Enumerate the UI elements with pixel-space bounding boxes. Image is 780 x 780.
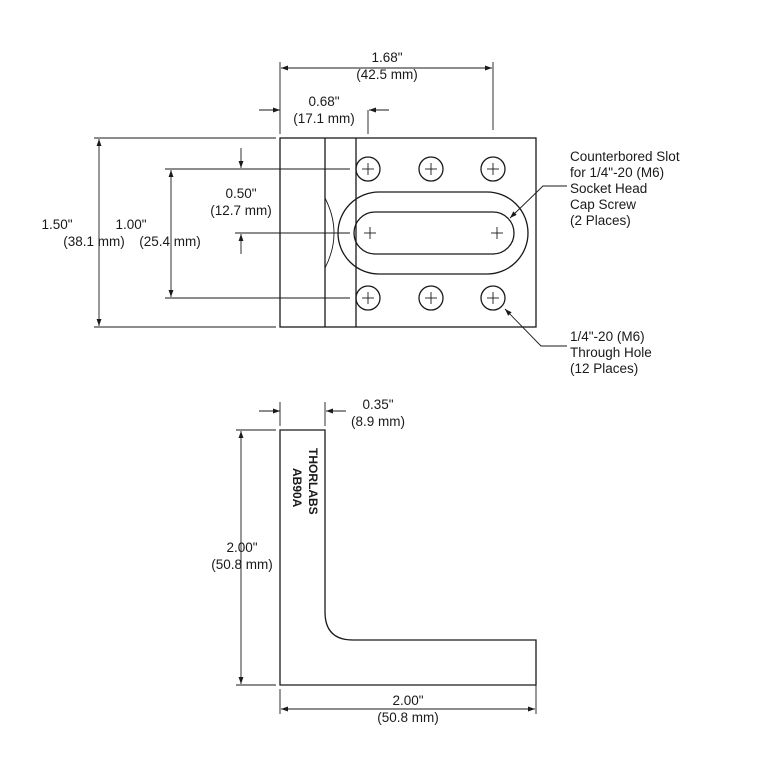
through-hole — [418, 156, 444, 182]
brand-engraving: THORLABS — [306, 448, 320, 515]
dim-thick-in: 0.35" — [362, 397, 393, 412]
extension-lines-top — [94, 62, 494, 328]
dim-side-height-in: 2.00" — [226, 540, 257, 555]
dim-holes-in: 1.00" — [115, 217, 146, 232]
dim-thick-mm: (8.9 mm) — [351, 414, 405, 429]
dim-side-height-mm: (50.8 mm) — [211, 557, 273, 572]
slot-callout-line: Socket Head — [570, 181, 647, 196]
hole-callout-line: Through Hole — [570, 345, 652, 360]
through-hole — [355, 156, 381, 182]
top-view: 1.68" (42.5 mm) 0.68" (17.1 mm) 1.50" (3… — [41, 50, 679, 376]
dim-side-width-in: 2.00" — [392, 693, 423, 708]
slot-center-mark-left — [364, 227, 376, 239]
side-view: THORLABS AB90A 0.35" (8.9 mm) 2.00" (50.… — [211, 397, 537, 725]
dim-width-in: 1.68" — [371, 50, 402, 65]
hole-callout-line: 1/4"-20 (M6) — [570, 329, 645, 344]
dim-height-in: 1.50" — [41, 217, 72, 232]
through-hole — [418, 285, 444, 311]
slot-callout-line: (2 Places) — [570, 213, 631, 228]
through-hole — [480, 156, 506, 182]
dim-side-width-mm: (50.8 mm) — [377, 710, 439, 725]
extension-lines-side — [236, 402, 537, 714]
dim-holes-mm: (25.4 mm) — [139, 234, 201, 249]
slot-center-mark-right — [491, 227, 503, 239]
slot-callout-line: Counterbored Slot — [570, 149, 680, 164]
slot-callout-line: Cap Screw — [570, 197, 636, 212]
hole-leader — [504, 308, 567, 347]
model-engraving: AB90A — [290, 468, 304, 508]
dim-height-mm: (38.1 mm) — [63, 234, 125, 249]
slot-through — [353, 211, 515, 255]
slot-callout-line: for 1/4"-20 (M6) — [570, 165, 664, 180]
dim-offset-mm: (17.1 mm) — [293, 111, 355, 126]
through-hole — [480, 285, 506, 311]
dim-slot-mm: (12.7 mm) — [210, 203, 272, 218]
bracket-face-outline — [279, 137, 537, 328]
through-hole — [355, 285, 381, 311]
dim-width-mm: (42.5 mm) — [356, 67, 418, 82]
slot-leader — [509, 185, 567, 219]
hole-callout-line: (12 Places) — [570, 361, 638, 376]
dim-offset-in: 0.68" — [308, 94, 339, 109]
dim-slot-in: 0.50" — [225, 186, 256, 201]
